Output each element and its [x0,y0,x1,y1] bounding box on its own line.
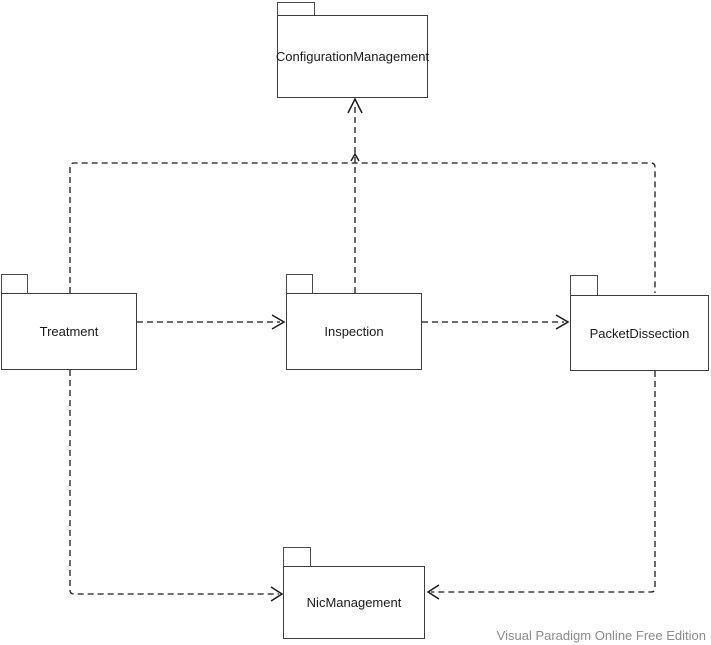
arrowhead-icon [426,584,440,600]
package-tab-icon [286,274,313,293]
package-packet-dissection[interactable]: PacketDissection [570,275,709,371]
package-body: ConfigurationManagement [275,15,430,98]
package-body: NicManagement [283,566,425,639]
package-label: ConfigurationManagement [275,49,430,64]
dependency-treatment-nic-management[interactable] [69,370,284,602]
arrowhead-icon [555,314,570,330]
package-label: Inspection [324,324,384,339]
arrowhead-icon [271,314,286,330]
package-body: Treatment [1,293,137,370]
package-nic-management[interactable]: NicManagement [283,547,425,639]
dependency-treatment-packet-dissection-to-configuration-management[interactable] [69,152,656,293]
package-tab-icon [277,2,315,15]
package-label: PacketDissection [589,325,690,341]
package-tab-icon [283,547,311,566]
merge-arrowhead-icon [350,152,360,162]
package-inspection[interactable]: Inspection [286,274,422,370]
dependency-inspection-packet-dissection[interactable] [422,314,570,330]
dependency-packet-dissection-nic-management[interactable] [426,371,656,600]
package-body: Inspection [286,293,422,370]
package-label: Treatment [39,324,99,339]
arrowhead-icon [347,97,363,114]
package-label: NicManagement [306,595,402,610]
package-configuration-management[interactable]: ConfigurationManagement [275,2,430,98]
package-tab-icon [570,275,598,295]
package-tab-icon [1,274,28,293]
dependency-treatment-inspection[interactable] [137,314,286,330]
package-body: PacketDissection [570,295,709,371]
watermark: Visual Paradigm Online Free Edition [496,628,706,643]
dependency-inspection-configuration-management[interactable] [347,97,363,293]
package-treatment[interactable]: Treatment [1,274,137,370]
arrowhead-icon [270,586,284,602]
